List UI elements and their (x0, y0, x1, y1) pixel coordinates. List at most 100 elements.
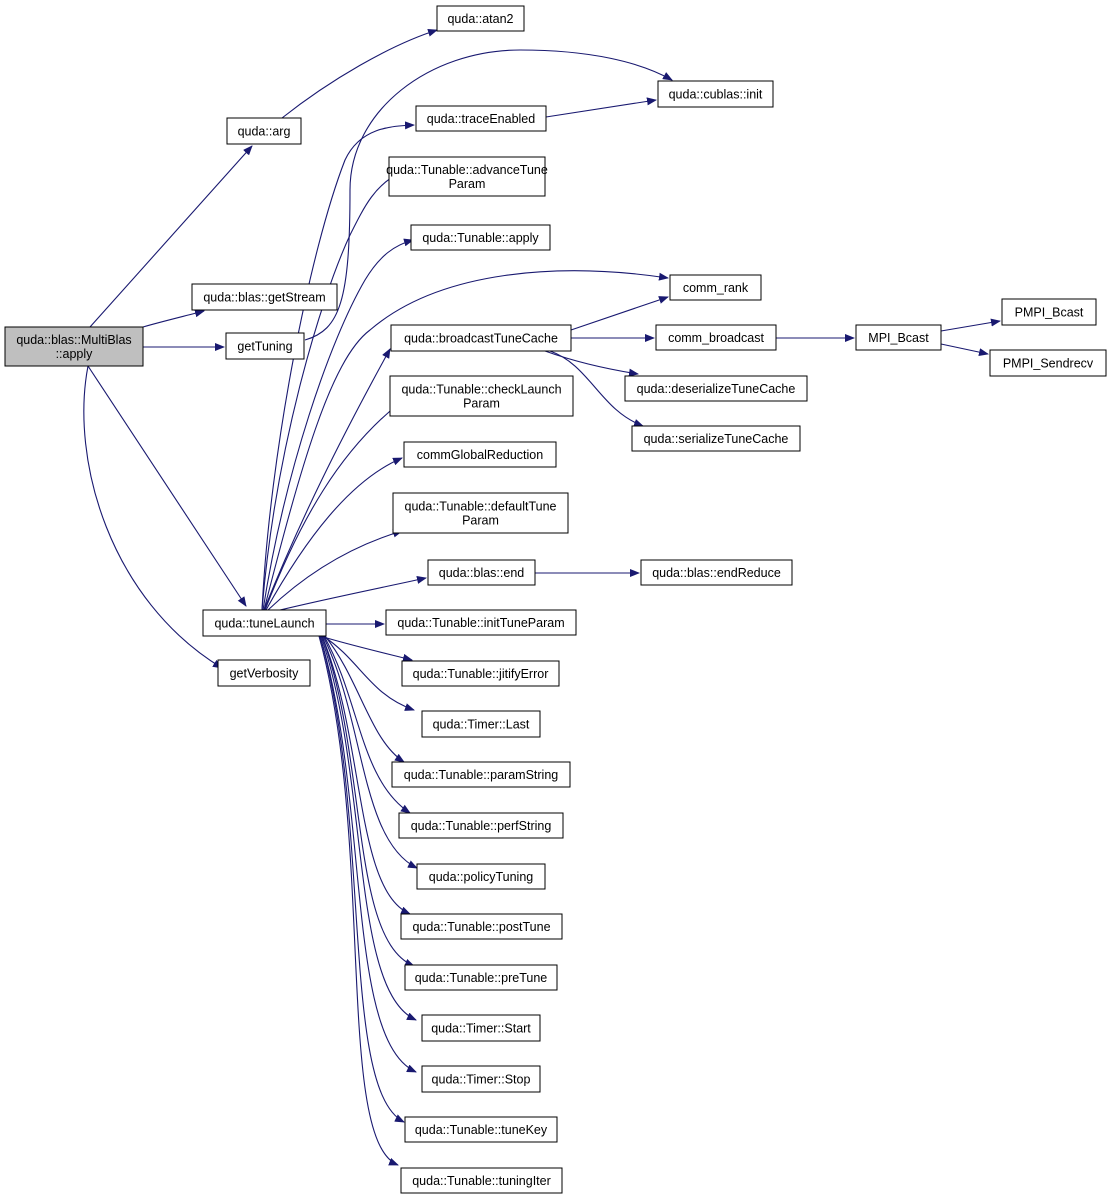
call-edge (545, 97, 657, 118)
node-endReduce[interactable]: quda::blas::endReduce (640, 559, 793, 586)
node-timer-stop[interactable]: quda::Timer::Stop (421, 1065, 541, 1093)
node-atan2[interactable]: quda::atan2 (436, 5, 525, 32)
node-box (392, 492, 569, 534)
node-label: quda::Tunable::paramString (404, 768, 559, 782)
nodes-layer: quda::blas::MultiBlas::applyquda::argqud… (4, 5, 1107, 1194)
call-edge (940, 318, 1001, 332)
node-box (388, 156, 546, 197)
node-arg[interactable]: quda::arg (226, 117, 302, 145)
node-label: quda::Tunable::tuningIter (412, 1174, 551, 1188)
call-edge (319, 635, 405, 1123)
call-edge (324, 635, 405, 763)
node-policyTuning[interactable]: quda::policyTuning (416, 863, 546, 890)
node-getVerbosity[interactable]: getVerbosity (217, 659, 311, 687)
node-label: comm_broadcast (668, 331, 764, 345)
node-tuningIter[interactable]: quda::Tunable::tuningIter (400, 1167, 563, 1194)
call-edge (265, 457, 403, 611)
node-box (624, 375, 808, 402)
node-paramString[interactable]: quda::Tunable::paramString (391, 761, 571, 788)
node-box (421, 1065, 541, 1093)
node-box (410, 224, 551, 251)
node-box (404, 1116, 558, 1143)
node-label: quda::Timer::Last (433, 718, 530, 732)
call-edge (318, 635, 399, 1166)
node-getStream[interactable]: quda::blas::getStream (191, 283, 338, 311)
node-label: commGlobalReduction (417, 448, 543, 462)
call-edge (83, 365, 223, 669)
node-perfString[interactable]: quda::Tunable::perfString (398, 812, 564, 839)
node-box (403, 441, 557, 468)
call-edge (89, 145, 253, 328)
call-edge (263, 348, 391, 611)
node-cublas-init[interactable]: quda::cublas::init (657, 80, 774, 108)
node-timer-start[interactable]: quda::Timer::Start (421, 1014, 541, 1042)
node-box (855, 324, 942, 351)
call-edge (322, 635, 418, 869)
node-MPI-Bcast[interactable]: MPI_Bcast (855, 324, 942, 351)
node-postTune[interactable]: quda::Tunable::postTune (400, 913, 563, 940)
node-traceEnabled[interactable]: quda::traceEnabled (415, 105, 547, 132)
node-comm-broadcast[interactable]: comm_broadcast (655, 324, 777, 351)
node-comm-rank[interactable]: comm_rank (669, 274, 762, 301)
call-edge (549, 350, 644, 427)
node-PMPI-Sendrecv[interactable]: PMPI_Sendrecv (989, 349, 1107, 377)
node-label: MPI_Bcast (868, 331, 929, 345)
node-label: quda::serializeTuneCache (644, 432, 789, 446)
call-edge (544, 350, 639, 377)
node-root[interactable]: quda::blas::MultiBlas::apply (4, 326, 144, 367)
node-box (427, 559, 536, 586)
call-edge (322, 635, 415, 711)
node-label: quda::cublas::init (669, 88, 763, 102)
node-box (400, 1167, 563, 1194)
node-tuneKey[interactable]: quda::Tunable::tuneKey (404, 1116, 558, 1143)
node-tunable-apply[interactable]: quda::Tunable::apply (410, 224, 551, 251)
node-box (416, 863, 546, 890)
node-box (989, 349, 1107, 377)
node-label: Param (463, 397, 500, 411)
node-box (391, 761, 571, 788)
node-preTune[interactable]: quda::Tunable::preTune (404, 964, 558, 991)
call-edge (304, 49, 673, 341)
node-tuneLaunch[interactable]: quda::tuneLaunch (202, 609, 327, 637)
node-label: quda::Tunable::tuneKey (415, 1123, 548, 1137)
node-jitifyError[interactable]: quda::Tunable::jitifyError (401, 660, 560, 687)
call-edge (323, 635, 411, 814)
node-box (398, 812, 564, 839)
call-edge (264, 401, 402, 611)
node-box (436, 5, 525, 32)
node-serializeTuneCache[interactable]: quda::serializeTuneCache (631, 425, 801, 452)
node-box (655, 324, 777, 351)
node-label: quda::blas::end (439, 566, 525, 580)
call-edge (261, 121, 415, 611)
node-label: quda::Tunable::checkLaunch (401, 383, 561, 397)
node-timer-last[interactable]: quda::Timer::Last (421, 710, 541, 738)
node-label: quda::Tunable::initTuneParam (397, 616, 564, 630)
call-edge (319, 635, 413, 662)
node-initTuneParam[interactable]: quda::Tunable::initTuneParam (385, 609, 577, 636)
call-edge (281, 28, 438, 119)
node-getTuning[interactable]: getTuning (225, 332, 305, 360)
node-blas-end[interactable]: quda::blas::end (427, 559, 536, 586)
node-box (390, 324, 572, 352)
edges-layer (83, 28, 1001, 1166)
call-edge (321, 635, 411, 915)
node-box (415, 105, 547, 132)
node-deserializeTuneCache[interactable]: quda::deserializeTuneCache (624, 375, 808, 402)
node-label: getTuning (237, 340, 292, 354)
node-label: quda::blas::endReduce (652, 566, 781, 580)
call-edge (261, 171, 402, 611)
node-box (401, 660, 560, 687)
node-label: quda::Tunable::apply (422, 231, 539, 245)
node-broadcastTuneCache[interactable]: quda::broadcastTuneCache (390, 324, 572, 352)
node-commGlobalReduction[interactable]: commGlobalReduction (403, 441, 557, 468)
node-PMPI-Bcast[interactable]: PMPI_Bcast (1001, 298, 1097, 326)
node-box (669, 274, 762, 301)
node-label: quda::broadcastTuneCache (404, 332, 558, 346)
node-label: quda::Timer::Start (431, 1022, 531, 1036)
node-label: quda::Timer::Stop (432, 1073, 531, 1087)
node-label: quda::Tunable::postTune (412, 920, 550, 934)
